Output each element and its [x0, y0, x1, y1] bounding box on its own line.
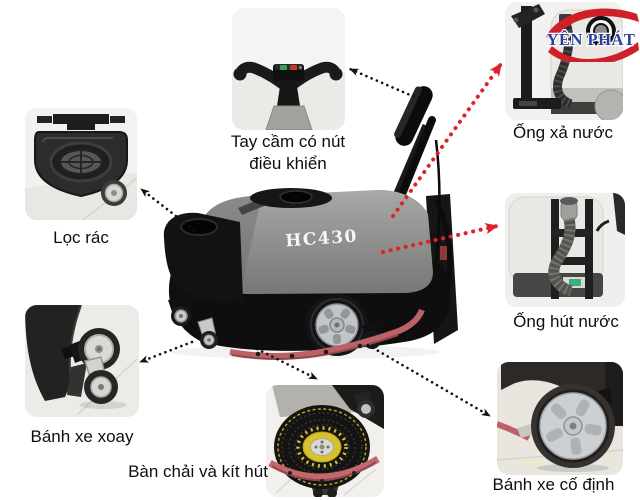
tay-cam-label-line1: Tay cầm có nút	[230, 132, 346, 151]
machine-drive-wheel	[306, 294, 368, 356]
arrow-to-ban-chai	[255, 347, 319, 381]
ong-xa-nuoc-label: Ống xả nước	[512, 123, 614, 142]
callout-arrows	[138, 62, 503, 418]
banh-xe-co-dinh-photo	[497, 362, 623, 475]
callout-loc-rac	[25, 108, 137, 220]
banh-xe-xoay-photo	[25, 305, 139, 417]
arrow-to-banh-xe-xoay	[138, 340, 194, 364]
brand-logo: YÊN PHÁT	[544, 2, 640, 66]
loc-rac-label: Lọc rác	[53, 228, 109, 247]
callout-tay-cam	[232, 8, 345, 130]
machine-squeegee	[229, 308, 425, 360]
machine-front-casters	[168, 296, 218, 349]
ban-chai-photo	[266, 385, 384, 497]
tay-cam-label-line2: điều khiển	[249, 154, 327, 173]
eye-icon: YÊN PHÁT	[545, 8, 639, 66]
arrow-to-loc-rac	[139, 187, 196, 232]
tay-cam-photo	[232, 8, 345, 130]
callout-ong-hut-nuoc	[505, 193, 625, 307]
ong-hut-nuoc-photo	[505, 193, 625, 307]
arrow-to-tay-cam	[348, 67, 426, 103]
arrow-to-banh-xe-co-dinh	[366, 343, 492, 418]
banh-xe-co-dinh-label: Bánh xe cố định	[492, 475, 615, 494]
callout-banh-xe-co-dinh	[497, 362, 623, 475]
arrow-to-ong-xa-nuoc	[391, 62, 503, 218]
machine-front-housing	[163, 212, 243, 303]
brand-name: YÊN PHÁT	[547, 30, 636, 49]
machine-top-cap	[250, 188, 332, 208]
ban-chai-label: Bàn chải và kít hút	[128, 462, 268, 481]
callout-banh-xe-xoay	[25, 305, 139, 417]
banh-xe-xoay-label: Bánh xe xoay	[30, 427, 134, 446]
callout-ban-chai	[266, 385, 384, 497]
loc-rac-photo	[25, 108, 137, 220]
tay-cam-label: Tay cầm có nút điều khiển	[213, 131, 363, 175]
ong-hut-nuoc-label: Ống hút nước	[513, 312, 619, 331]
